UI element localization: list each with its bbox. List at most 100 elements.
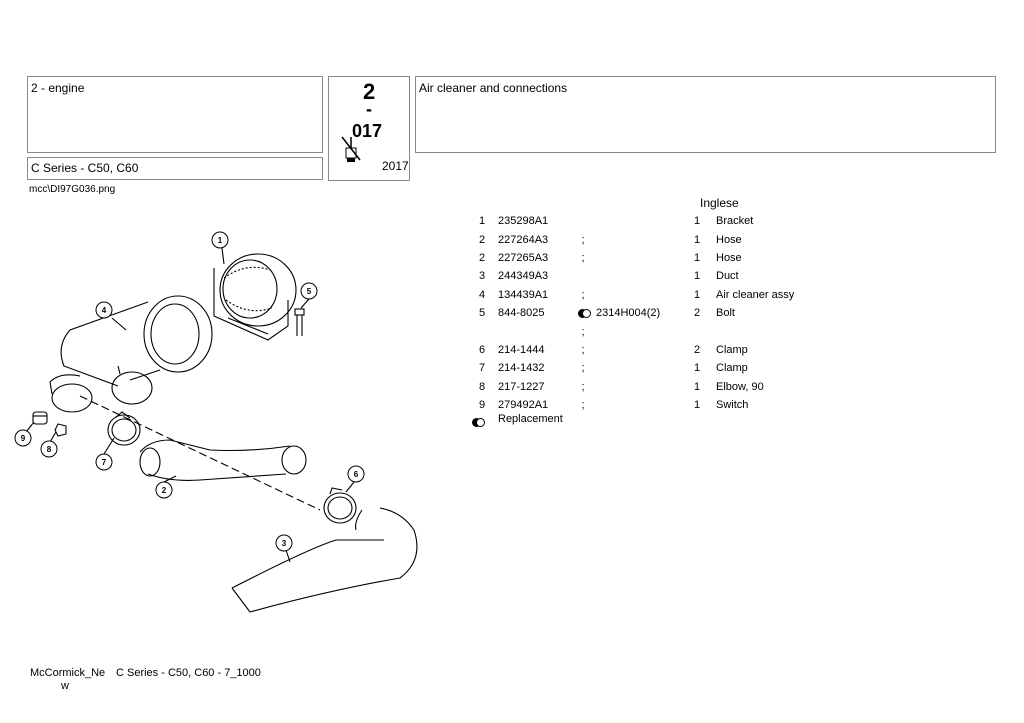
replacement-legend-label: Replacement: [498, 413, 563, 425]
item-number: 2: [478, 251, 486, 264]
part-number: [494, 322, 570, 340]
duct-part: [231, 507, 418, 613]
description: Hose: [716, 251, 742, 264]
language-header: Inglese: [700, 196, 739, 210]
bolt-part: [294, 308, 305, 336]
switch-part: [32, 411, 48, 425]
clamp-6-part: [323, 487, 357, 524]
description: Switch: [716, 399, 749, 412]
symbol: ;: [581, 343, 585, 356]
svg-text:3: 3: [282, 539, 287, 548]
page-number-cut: 017: [352, 121, 383, 141]
callout-2: 2: [155, 481, 173, 499]
description: Clamp: [716, 343, 748, 356]
exploded-parts-diagram: 1 5 4 9 8 7 2 6 3: [14, 231, 418, 613]
item-number: [470, 322, 494, 340]
item-number: 3: [478, 270, 486, 283]
svg-text:5: 5: [307, 287, 312, 296]
elbow-part: [54, 423, 67, 437]
item-number: 9: [478, 399, 486, 412]
replacement-legend: Replacement: [472, 413, 563, 431]
quantity: 1: [693, 251, 701, 264]
description: Duct: [716, 270, 739, 283]
alt-part-number: [596, 267, 682, 285]
page-number-main: 2: [363, 79, 376, 104]
description: Bolt: [716, 307, 735, 320]
part-number: 244349A3: [498, 270, 549, 283]
svg-text:4: 4: [102, 306, 107, 315]
alt-part-number: [596, 396, 682, 414]
part-number: 214-1444: [498, 343, 545, 356]
alt-part-number: [596, 249, 682, 267]
symbol: [570, 304, 596, 322]
part-number: 235298A1: [498, 215, 549, 228]
svg-text:9: 9: [21, 434, 26, 443]
series-title: C Series - C50, C60: [31, 161, 139, 175]
symbol: ;: [581, 325, 585, 338]
alt-part-number: [596, 341, 682, 359]
part-number: 279492A1: [498, 399, 549, 412]
symbol: ;: [581, 380, 585, 393]
item-number: 8: [478, 380, 486, 393]
item-number: 1: [478, 215, 486, 228]
table-row: 9 279492A1; 1 Switch: [470, 396, 836, 414]
quantity: 1: [693, 288, 701, 301]
description: [712, 322, 836, 340]
page-year: 2017: [382, 159, 409, 173]
symbol: ;: [581, 399, 585, 412]
description: Bracket: [716, 215, 754, 228]
image-filename: mcc\DI97G036.png: [29, 184, 116, 195]
footer-brand-line2: w: [61, 680, 69, 692]
clamp-7-part: [107, 411, 141, 446]
alt-part-number: [596, 359, 682, 377]
part-number: 134439A1: [498, 288, 549, 301]
footer-brand-line1: McCormick_Ne: [30, 667, 106, 679]
part-number: 214-1432: [498, 362, 545, 375]
svg-text:8: 8: [47, 445, 52, 454]
item-number: 6: [478, 343, 486, 356]
page-title: Air cleaner and connections: [419, 81, 568, 95]
footer-doc-ref: C Series - C50, C60 - 7_1000: [116, 667, 261, 679]
symbol: ;: [581, 251, 585, 264]
callout-9: 9: [14, 429, 32, 447]
item-number: 4: [478, 288, 486, 301]
symbol: ;: [581, 288, 585, 301]
page-number-dash: -: [366, 99, 372, 119]
quantity: 2: [693, 307, 701, 320]
series-header-box: C Series - C50, C60: [27, 157, 323, 180]
quantity: 1: [693, 380, 701, 393]
replacement-icon: [577, 309, 591, 319]
callout-1: 1: [211, 231, 229, 249]
table-row: 3 244349A3 1 Duct: [470, 267, 836, 285]
quantity: 1: [693, 270, 701, 283]
callout-7: 7: [95, 453, 113, 471]
callout-4: 4: [95, 301, 113, 319]
part-number: 844-8025: [498, 307, 545, 320]
section-title: 2 - engine: [31, 81, 85, 95]
quantity: 2: [693, 343, 701, 356]
air-cleaner-part: [49, 295, 213, 413]
table-row: ;: [470, 322, 836, 340]
page-number-box: 2 - 017 2017: [328, 76, 410, 181]
item-number: 2: [478, 233, 486, 246]
alt-part-number: [596, 378, 682, 396]
callout-3: 3: [275, 534, 293, 552]
svg-text:7: 7: [102, 458, 107, 467]
replacement-icon: [472, 417, 485, 427]
symbol: [570, 267, 596, 285]
callout-5: 5: [300, 282, 318, 300]
quantity: 1: [693, 399, 701, 412]
table-row: 6 214-1444; 2 Clamp: [470, 341, 836, 359]
alt-part-number: [596, 212, 682, 230]
part-number: 217-1227: [498, 380, 545, 393]
item-number: 5: [478, 307, 486, 320]
hose-part: [139, 439, 307, 481]
alt-part-number: 2314H004(2): [596, 307, 661, 320]
description: Clamp: [716, 362, 748, 375]
item-number: 7: [478, 362, 486, 375]
